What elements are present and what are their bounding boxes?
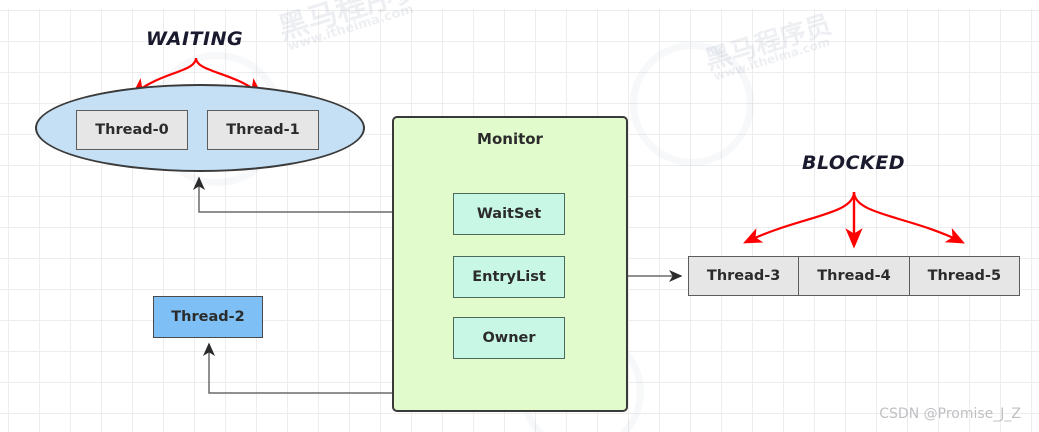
thread-box-blocked-0[interactable]: Thread-3 bbox=[689, 257, 800, 295]
blocked-queue[interactable]: Thread-3 Thread-4 Thread-5 bbox=[688, 256, 1020, 296]
watermark-ring-right bbox=[630, 42, 754, 166]
monitor-field-owner[interactable]: Owner bbox=[453, 317, 565, 359]
annotation-arrows-blocked bbox=[743, 191, 965, 249]
monitor-title: Monitor bbox=[477, 130, 543, 148]
monitor-field-entrylist[interactable]: EntryList bbox=[453, 256, 565, 298]
monitor-field-waitset[interactable]: WaitSet bbox=[453, 193, 565, 235]
connector-waitset-to-waiting bbox=[193, 176, 453, 213]
thread-box-waiting-1[interactable]: Thread-1 bbox=[207, 110, 319, 150]
state-label-blocked: BLOCKED bbox=[802, 152, 905, 174]
thread-box-waiting-0[interactable]: Thread-0 bbox=[76, 110, 188, 150]
canvas-top-margin bbox=[0, 0, 1039, 9]
thread-box-owner[interactable]: Thread-2 bbox=[153, 296, 263, 338]
state-label-waiting: WAITING bbox=[146, 28, 244, 50]
thread-box-blocked-2[interactable]: Thread-5 bbox=[927, 268, 1002, 284]
thread-box-blocked-1[interactable]: Thread-4 bbox=[799, 257, 910, 295]
csdn-credit-watermark: CSDN @Promise_J_Z bbox=[879, 406, 1021, 422]
